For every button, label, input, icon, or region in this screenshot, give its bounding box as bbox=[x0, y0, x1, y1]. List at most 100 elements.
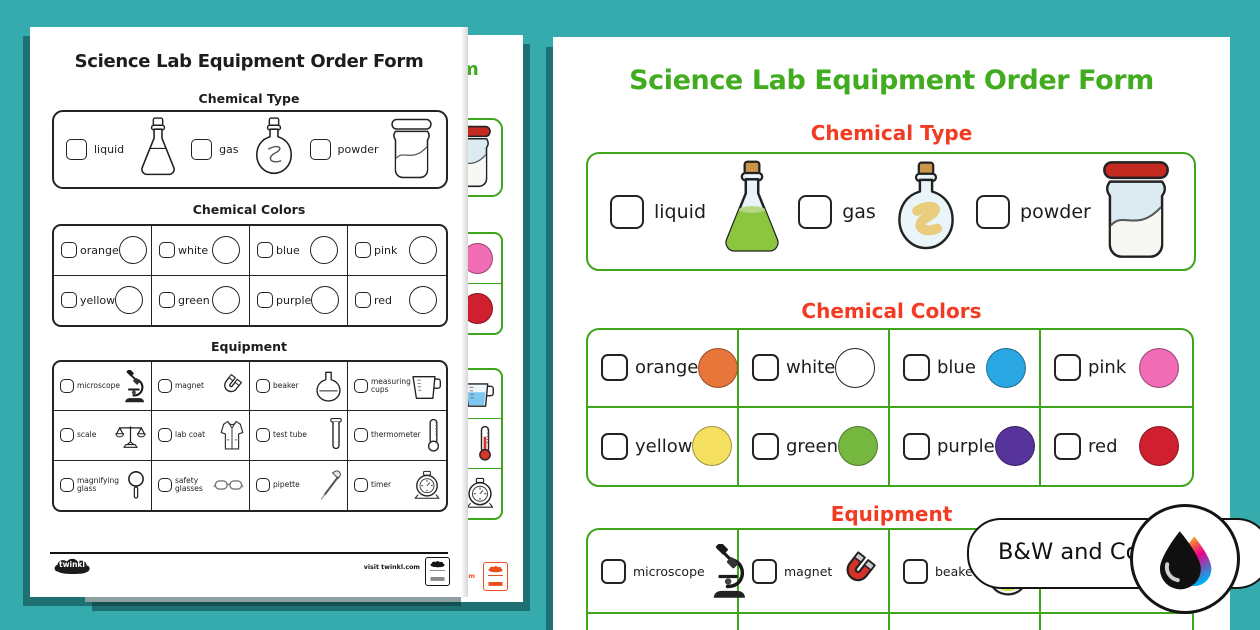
color-swatch bbox=[409, 286, 437, 315]
scale-checkbox[interactable] bbox=[60, 428, 74, 443]
option-liquid: liquid bbox=[66, 139, 124, 160]
orange-checkbox[interactable] bbox=[601, 354, 628, 382]
equipment-cell: scale bbox=[588, 614, 739, 630]
magnet-icon bbox=[217, 372, 244, 400]
option-gas: gas bbox=[798, 194, 876, 229]
yellow-checkbox[interactable] bbox=[61, 292, 77, 309]
timer-checkbox[interactable] bbox=[354, 478, 368, 493]
twinkl-quality-badge bbox=[425, 557, 450, 586]
color-cell: orange bbox=[588, 330, 739, 408]
equipment-cell: magnet bbox=[152, 362, 250, 412]
page-title: Science Lab Equipment Order Form bbox=[629, 65, 1154, 96]
timer-icon bbox=[413, 470, 441, 500]
green-checkbox[interactable] bbox=[159, 292, 175, 309]
chemical-type-box: liquid gas powder bbox=[52, 110, 448, 189]
chemical-type-heading: Chemical Type bbox=[810, 121, 973, 145]
color-swatch bbox=[1139, 426, 1179, 467]
safety-glasses-icon bbox=[213, 478, 244, 492]
equipment-cell: beaker bbox=[890, 530, 1041, 614]
beaker-checkbox[interactable] bbox=[903, 558, 928, 584]
green-checkbox[interactable] bbox=[752, 432, 779, 460]
white-checkbox[interactable] bbox=[752, 354, 779, 382]
pipette-icon bbox=[319, 469, 342, 501]
magnet-checkbox[interactable] bbox=[158, 379, 172, 394]
powder-checkbox[interactable] bbox=[309, 139, 331, 160]
color-cell: purple bbox=[250, 275, 348, 325]
color-cell: pink bbox=[1041, 330, 1192, 408]
color-swatch bbox=[838, 426, 878, 467]
magnifying-glass-checkbox[interactable] bbox=[60, 478, 74, 493]
equipment-cell: beaker bbox=[250, 362, 348, 412]
gas-checkbox[interactable] bbox=[191, 139, 213, 160]
chemical-colors-heading: Chemical Colors bbox=[801, 299, 982, 323]
measuring-cups-checkbox[interactable] bbox=[354, 379, 368, 394]
liquid-checkbox[interactable] bbox=[66, 139, 87, 160]
liquid-checkbox[interactable] bbox=[610, 194, 644, 229]
pink-checkbox[interactable] bbox=[1054, 354, 1081, 382]
visit-link-text[interactable]: visit twinkl.com bbox=[363, 564, 420, 571]
beaker-checkbox[interactable] bbox=[256, 379, 270, 394]
color-swatch bbox=[698, 347, 739, 388]
equipment-cell: test tube bbox=[250, 411, 348, 461]
scale-icon bbox=[115, 423, 146, 448]
magnet-icon bbox=[835, 548, 879, 594]
equipment-cell: test tube bbox=[890, 614, 1041, 630]
pink-checkbox[interactable] bbox=[355, 242, 371, 259]
color-cell: white bbox=[152, 226, 250, 276]
equipment-cell: pipette bbox=[250, 460, 348, 510]
powder-checkbox[interactable] bbox=[976, 194, 1011, 229]
option-liquid: liquid bbox=[610, 194, 706, 229]
equipment-cell: measuring cups bbox=[348, 362, 446, 412]
safety-glasses-checkbox[interactable] bbox=[158, 478, 172, 493]
color-cell: orange bbox=[54, 226, 152, 276]
footer-divider bbox=[50, 552, 448, 555]
equipment-cell: magnifying glass bbox=[54, 460, 152, 510]
equipment-cell: lab coat bbox=[739, 614, 890, 630]
magnifying-glass-icon bbox=[126, 470, 146, 500]
color-swatch bbox=[986, 347, 1026, 388]
twinkl-logo: twinkl bbox=[52, 556, 92, 576]
magnet-checkbox[interactable] bbox=[752, 558, 777, 584]
erlenmeyer-flask-icon bbox=[715, 160, 789, 264]
test-tube-checkbox[interactable] bbox=[256, 428, 270, 443]
chemical-type-heading: Chemical Type bbox=[198, 91, 300, 106]
lab-coat-icon bbox=[220, 419, 244, 451]
equipment-cell: thermometer bbox=[348, 411, 446, 461]
lab-coat-checkbox[interactable] bbox=[158, 428, 172, 443]
orange-checkbox[interactable] bbox=[61, 242, 77, 259]
timer-icon bbox=[465, 477, 495, 509]
chemical-colors-table: orange white blue pink yellow green purp… bbox=[586, 328, 1194, 487]
chemical-colors-table: orange white blue pink yellow green purp… bbox=[52, 224, 448, 327]
equipment-table: microscope magnet beaker measuring cups … bbox=[52, 360, 448, 512]
color-cell: red bbox=[348, 276, 446, 326]
color-cell: white bbox=[739, 330, 890, 408]
color-cell: yellow bbox=[588, 407, 739, 485]
format-badge-logo bbox=[1130, 504, 1240, 614]
color-cell: blue bbox=[250, 226, 348, 276]
pipette-checkbox[interactable] bbox=[256, 478, 270, 493]
white-checkbox[interactable] bbox=[159, 242, 175, 259]
color-swatch bbox=[409, 236, 437, 265]
measuring-cups-icon bbox=[411, 373, 442, 400]
purple-checkbox[interactable] bbox=[257, 292, 273, 309]
color-swatch bbox=[692, 426, 733, 467]
twinkl-cloud-icon bbox=[429, 560, 446, 568]
blue-checkbox[interactable] bbox=[903, 354, 930, 382]
microscope-checkbox[interactable] bbox=[60, 379, 74, 394]
chemical-colors-heading: Chemical Colors bbox=[192, 202, 306, 217]
equipment-cell: microscope bbox=[588, 530, 739, 614]
microscope-checkbox[interactable] bbox=[601, 558, 626, 584]
red-checkbox[interactable] bbox=[1054, 432, 1081, 460]
option-gas: gas bbox=[191, 139, 239, 160]
equipment-heading: Equipment bbox=[830, 502, 953, 526]
blue-checkbox[interactable] bbox=[257, 242, 273, 259]
gas-checkbox[interactable] bbox=[798, 194, 833, 229]
thermometer-checkbox[interactable] bbox=[354, 428, 368, 443]
equipment-cell: timer bbox=[348, 461, 446, 510]
thermometer-icon bbox=[477, 425, 493, 461]
purple-checkbox[interactable] bbox=[903, 432, 930, 460]
yellow-checkbox[interactable] bbox=[601, 432, 628, 460]
color-swatch bbox=[1139, 347, 1179, 388]
red-checkbox[interactable] bbox=[355, 292, 371, 309]
page-title: Science Lab Equipment Order Form bbox=[74, 51, 424, 72]
